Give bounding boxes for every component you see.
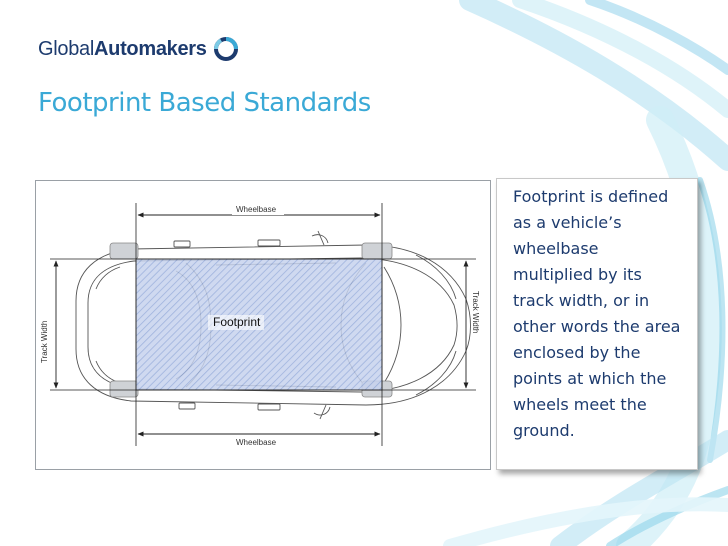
label-track-width-right: Track Width [471, 291, 480, 333]
label-track-width-left: Track Width [40, 321, 49, 363]
slide-title: Footprint Based Standards [38, 88, 371, 118]
label-bg-top [232, 204, 284, 215]
label-footprint: Footprint [213, 315, 261, 329]
definition-text: Footprint is defined as a vehicle’s whee… [513, 187, 681, 440]
label-wheelbase-top: Wheelbase [236, 205, 277, 214]
brand-name-bold: Automakers [94, 37, 207, 60]
definition-callout: Footprint is defined as a vehicle’s whee… [496, 178, 698, 470]
car-top-view-drawing: Wheelbase Wheelbase Track Width Track Wi… [40, 203, 480, 447]
label-bg-bottom [232, 436, 284, 447]
brand-logo: GlobalAutomakers [38, 36, 239, 62]
brand-wordmark: GlobalAutomakers [38, 38, 207, 61]
brand-name-light: Global [38, 37, 95, 60]
ring-logo-icon [213, 37, 238, 61]
reference-lines [50, 203, 476, 446]
label-wheelbase-bottom: Wheelbase [236, 438, 277, 447]
label-bg-footprint [208, 315, 264, 330]
footprint-diagram: Wheelbase Wheelbase Track Width Track Wi… [35, 180, 491, 470]
